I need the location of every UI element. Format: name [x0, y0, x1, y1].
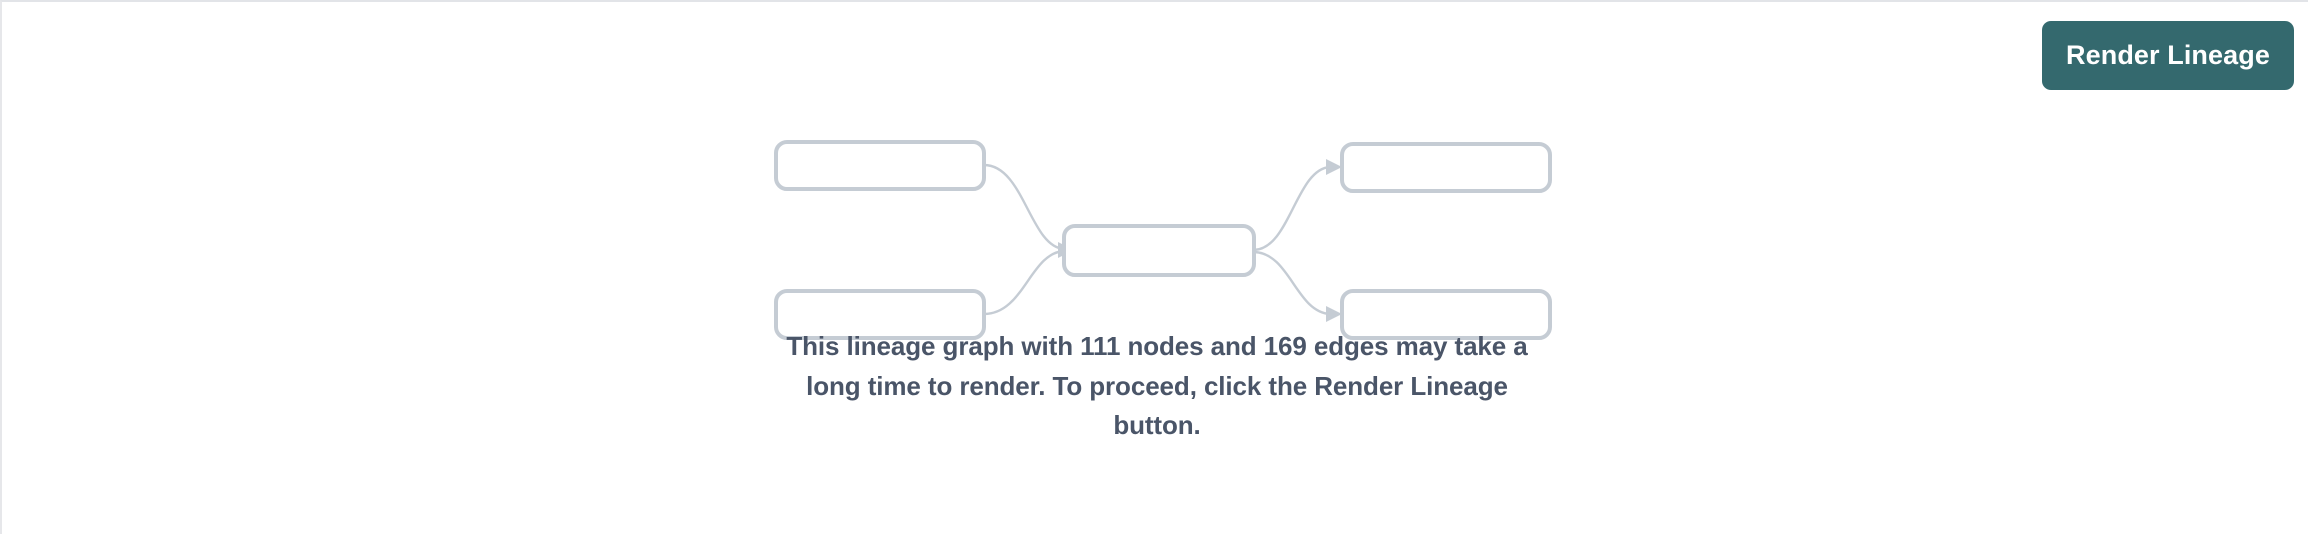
edge-center-to-right-top	[1253, 165, 1331, 252]
placeholder-node-right-top	[1340, 142, 1552, 193]
arrowhead-into-right-bottom	[1326, 306, 1342, 322]
placeholder-node-center	[1062, 224, 1256, 277]
placeholder-node-left-top	[774, 140, 986, 191]
edge-left-bottom-to-center	[983, 249, 1065, 316]
arrowhead-into-right-top	[1326, 159, 1342, 175]
render-lineage-button[interactable]: Render Lineage	[2042, 21, 2294, 90]
edge-left-top-to-center	[983, 163, 1065, 251]
placeholder-lineage-graph	[762, 127, 1562, 340]
edge-center-to-right-bottom	[1253, 250, 1331, 316]
lineage-render-warning-message: This lineage graph with 111 nodes and 16…	[786, 331, 1528, 441]
placeholder-node-left-bottom	[774, 289, 986, 340]
placeholder-node-right-bottom	[1340, 289, 1552, 340]
